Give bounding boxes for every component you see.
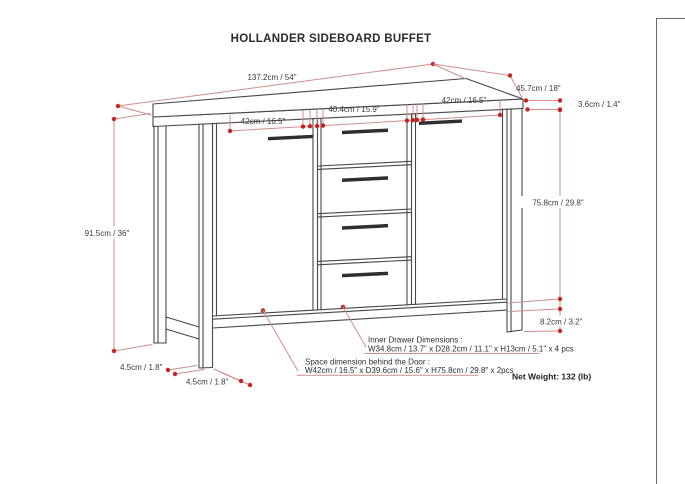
note-inner-drawer: Inner Drawer Dimensions : W34.8cm / 13.7… — [340, 304, 574, 354]
dim-leg-front: 4.5cm / 1.8" — [186, 368, 253, 388]
bottom-rail — [211, 298, 508, 329]
dim-side-height: 75.8cm / 29.8" — [512, 107, 606, 334]
left-side-frame — [153, 122, 214, 369]
dim-leg-back: 4.5cm / 1.8" — [120, 363, 205, 377]
dim-overall-height-label: 91.5cm / 36" — [85, 229, 130, 238]
back-left-leg — [153, 125, 167, 344]
dim-base-clearance-label: 8.2cm / 3.2" — [540, 318, 583, 327]
dim-leg-front-label: 4.5cm / 1.8" — [186, 378, 229, 387]
door-handle-left — [268, 134, 313, 141]
dim-drawer-width-label: 40.4cm / 15.9" — [328, 105, 379, 114]
dim-door-right-width: 42cm / 16.5" — [414, 96, 503, 123]
dim-depth: 45.7cm / 18" — [432, 63, 561, 99]
sideboard-drawing — [152, 77, 524, 369]
dim-drawer-width: 40.4cm / 15.9" — [314, 103, 416, 129]
dim-door-right-width-label: 42cm / 16.5" — [442, 96, 487, 105]
drawer-handle-1 — [342, 128, 388, 135]
net-weight-label: Net Weight: 132 (lb) — [512, 372, 591, 382]
drawer-stack — [316, 113, 413, 311]
note-door-space-title: Space dimension behind the Door : — [305, 358, 430, 367]
dim-overall-height: 91.5cm / 36" — [80, 113, 153, 354]
dim-leg-back-label: 4.5cm / 1.8" — [120, 363, 163, 372]
sheet-frame — [656, 18, 685, 484]
drawer-handle-2 — [342, 176, 388, 182]
note-door-space: Space dimension behind the Door : W42cm … — [260, 308, 514, 376]
dim-door-left-width-label: 42cm / 16.5" — [241, 117, 286, 126]
drawer-handle-4 — [342, 271, 388, 278]
dim-door-left-width: 42cm / 16.5" — [227, 109, 313, 134]
door-handle-right — [419, 119, 462, 125]
notes: Inner Drawer Dimensions : W34.8cm / 13.7… — [260, 304, 591, 382]
dim-side-height-label: 75.8cm / 29.8" — [532, 199, 583, 208]
front-left-leg — [198, 122, 214, 369]
top-slab-surface — [152, 77, 524, 118]
dim-top-thickness: 3.6cm / 1.4" — [523, 98, 621, 112]
side-stretcher — [165, 316, 200, 340]
drawer-handle-3 — [342, 223, 388, 230]
drawer-divider — [316, 160, 413, 266]
dim-top-thickness-label: 3.6cm / 1.4" — [578, 100, 621, 109]
page-title: HOLLANDER SIDEBOARD BUFFET — [231, 33, 432, 45]
top-slab — [152, 77, 524, 128]
note-inner-drawer-value: W34.8cm / 13.7" x D28.2cm / 11.1" x H13c… — [368, 345, 574, 354]
dim-overall-width-label: 137.2cm / 54" — [247, 73, 296, 82]
note-inner-drawer-title: Inner Drawer Dimensions : — [368, 336, 463, 345]
note-door-space-value: W42cm / 16.5" x D39.6cm / 15.6" x H75.8c… — [305, 366, 514, 375]
dim-overall-width: 137.2cm / 54" — [115, 61, 466, 116]
dim-depth-label: 45.7cm / 18" — [516, 84, 561, 93]
left-door — [215, 117, 314, 317]
right-leg — [506, 107, 523, 333]
dim-base-clearance: 8.2cm / 3.2" — [508, 298, 588, 332]
right-door — [414, 108, 504, 305]
